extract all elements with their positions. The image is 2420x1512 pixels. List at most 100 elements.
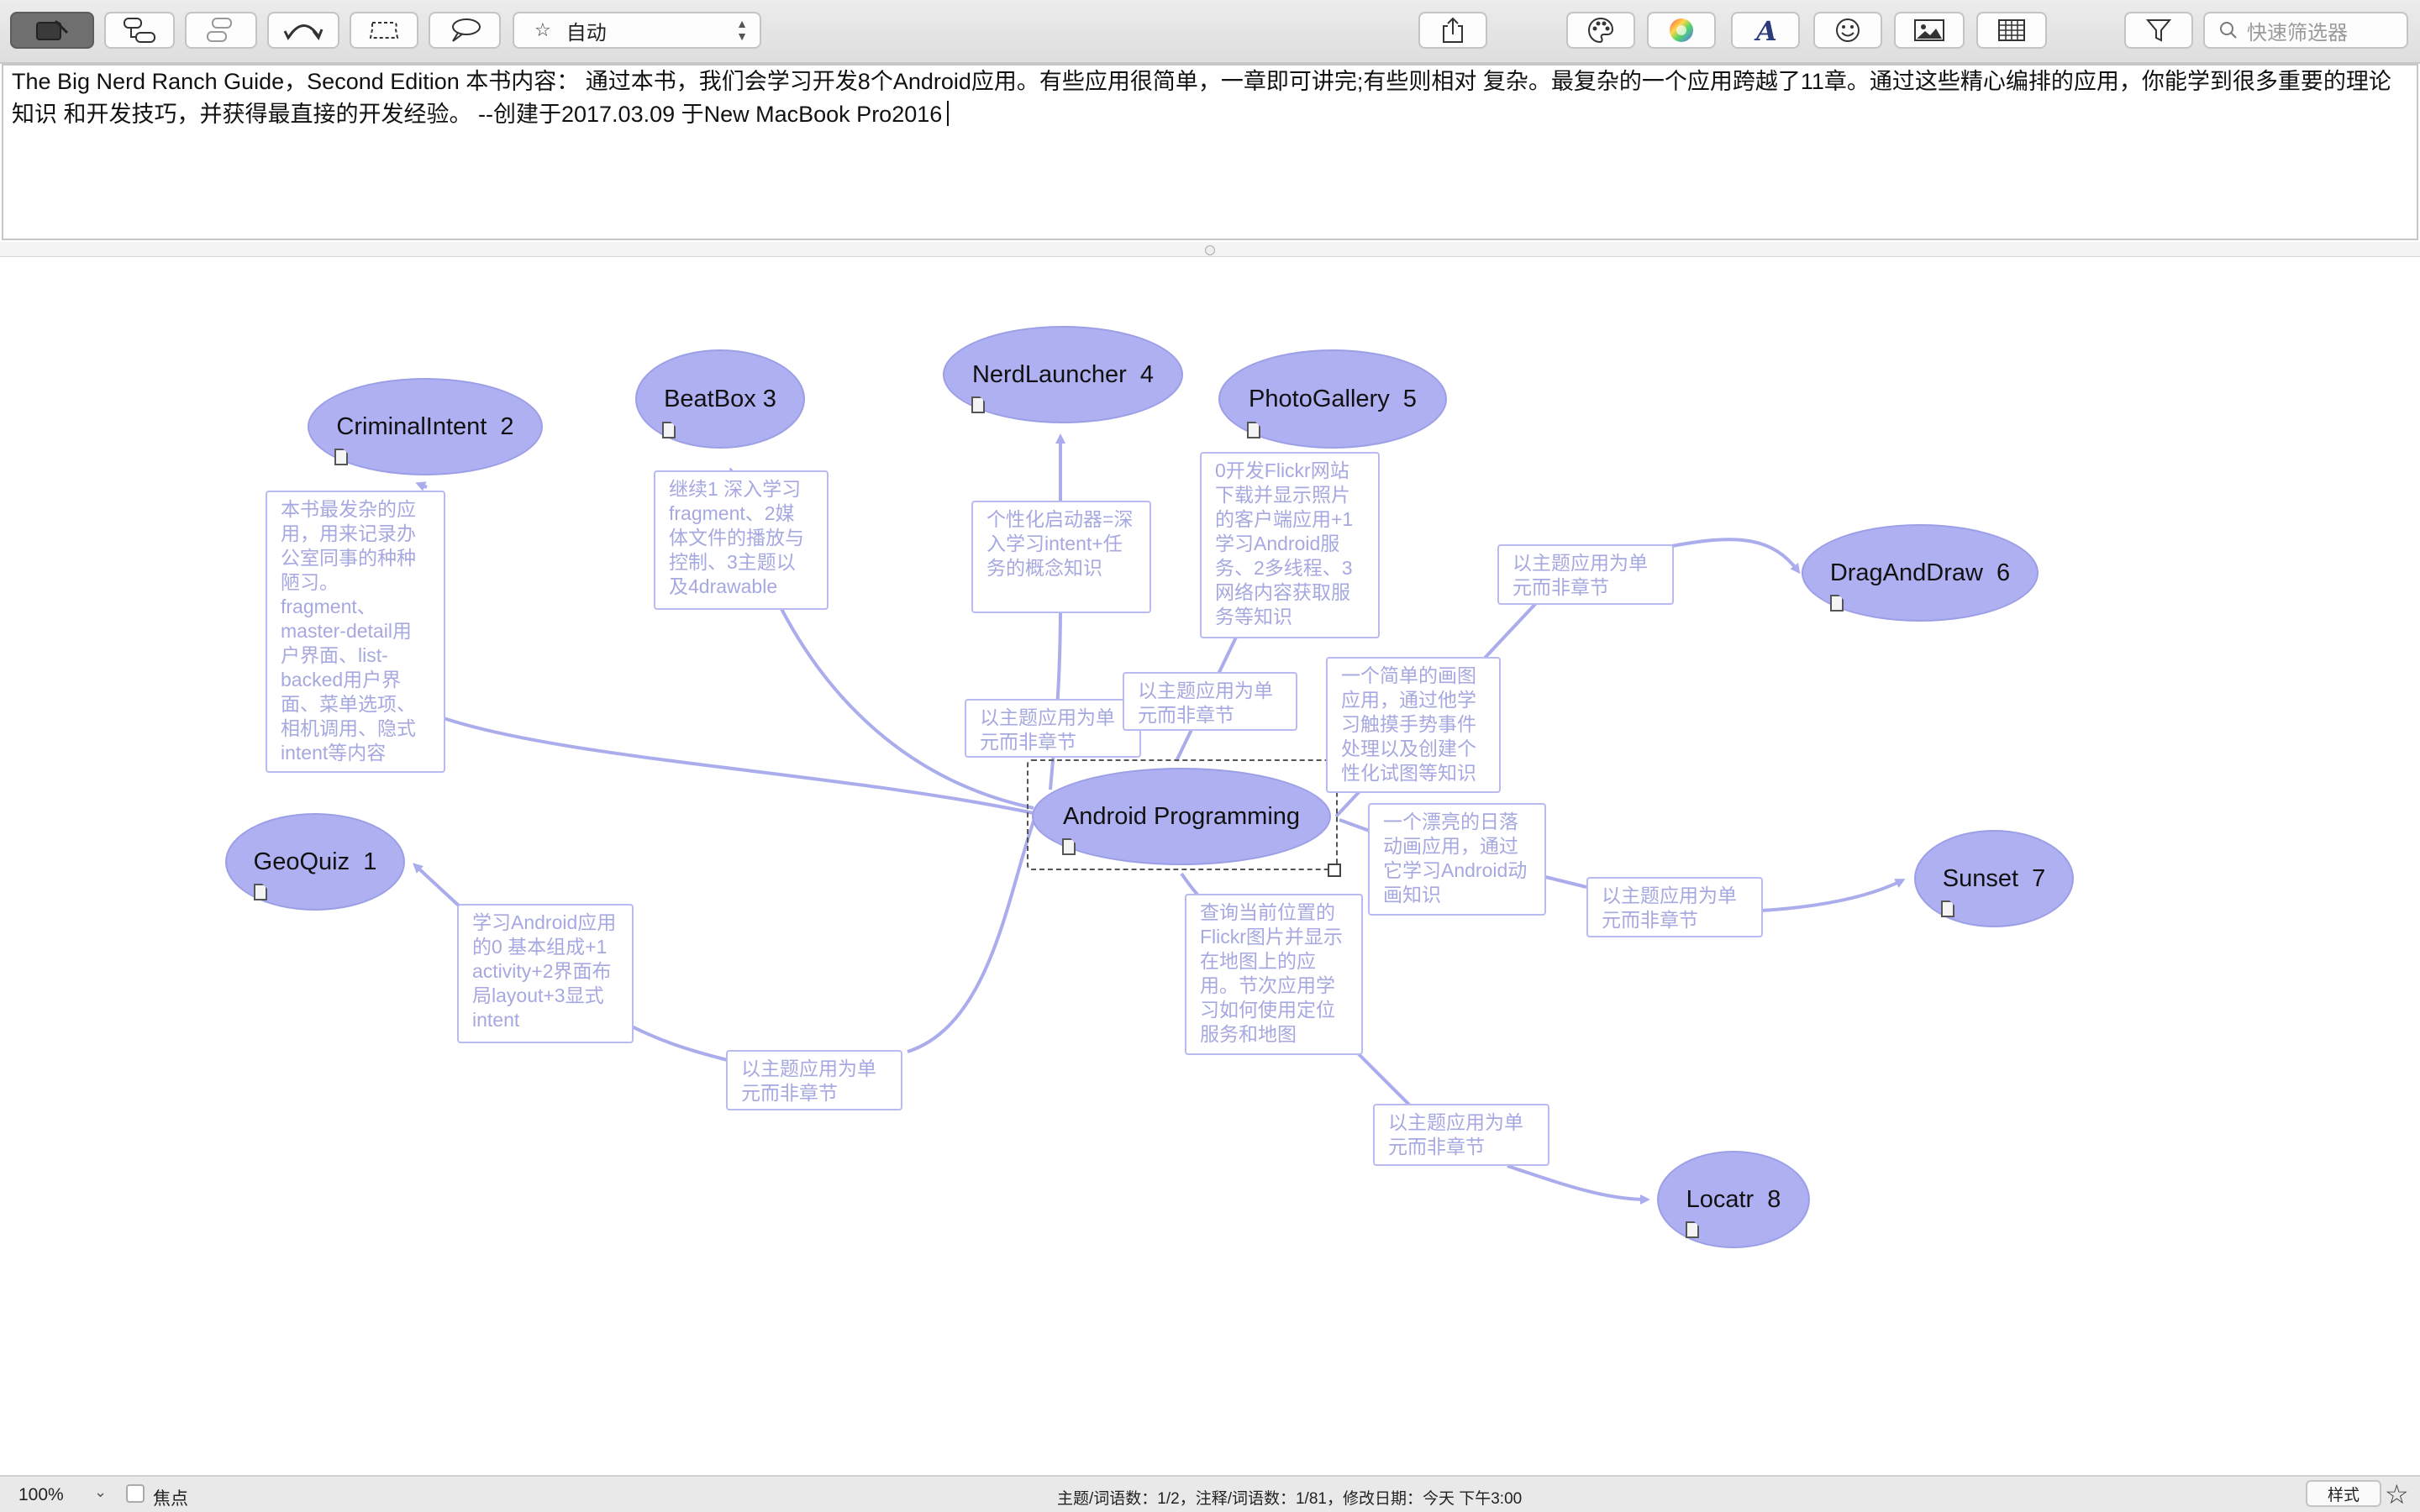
callout-button[interactable] xyxy=(429,12,501,49)
topic-locatr[interactable]: Locatr 8 xyxy=(1657,1151,1810,1248)
topic-sunset[interactable]: Sunset 7 xyxy=(1914,830,2074,927)
floating-topic-button[interactable] xyxy=(185,12,257,49)
image-icon xyxy=(1914,19,1944,41)
topic-label: GeoQuiz 1 xyxy=(253,848,377,875)
font-icon: A xyxy=(1754,15,1777,45)
topic-label: PhotoGallery 5 xyxy=(1249,385,1417,412)
resize-handle[interactable] xyxy=(1328,864,1341,877)
line-locatr-3 xyxy=(1507,1164,1650,1205)
label-text: 个性化启动器=深入学习intent+任务的概念知识 xyxy=(986,508,1134,579)
selection-outline xyxy=(1027,759,1338,870)
color-wheel-icon xyxy=(1670,18,1693,42)
text-caret xyxy=(947,101,950,126)
image-button[interactable] xyxy=(1894,12,1965,49)
search-icon xyxy=(2220,22,2237,39)
label-photogallery-desc[interactable]: 0开发Flickr网站下载并显示照片的客户端应用+1学习Android服务、2多… xyxy=(1200,452,1380,638)
callout-icon xyxy=(452,18,481,42)
notes-text: The Big Nerd Ranch Guide，Second Edition … xyxy=(12,69,2391,127)
label-draganddraw-desc[interactable]: 一个简单的画图应用，通过他学习触摸手势事件处理以及创建个性化试图等知识 xyxy=(1326,657,1501,793)
star-icon: ☆ xyxy=(534,19,551,40)
focus-checkbox[interactable] xyxy=(126,1484,145,1503)
note-icon xyxy=(1941,900,1954,917)
line-criminalintent xyxy=(442,504,1034,815)
colors-button[interactable] xyxy=(1647,12,1716,49)
central-topic-label: Android Programming xyxy=(1062,802,1301,830)
topic-label: NerdLauncher 4 xyxy=(971,360,1155,388)
table-button[interactable] xyxy=(1976,12,2047,49)
label-rel-geoquiz[interactable]: 以主题应用为单元而非章节 xyxy=(726,1050,902,1110)
style-dropdown[interactable]: ☆ 自动 ▲▼ xyxy=(513,12,761,49)
topic-geoquiz[interactable]: GeoQuiz 1 xyxy=(225,813,405,911)
palette-icon xyxy=(1587,17,1614,44)
label-locatr-desc[interactable]: 查询当前位置的Flickr图片并显示在地图上的应用。节次应用学习如何使用定位服务… xyxy=(1185,894,1363,1055)
filter-icon xyxy=(2145,19,2172,42)
zoom-level[interactable]: 100% xyxy=(18,1485,64,1504)
label-sunset-desc[interactable]: 一个漂亮的日落动画应用，通过它学习Android动画知识 xyxy=(1368,803,1546,916)
svg-text:A: A xyxy=(1754,15,1777,45)
note-icon xyxy=(1062,838,1076,855)
note-icon xyxy=(1247,422,1260,438)
focus-label: 焦点 xyxy=(153,1489,188,1509)
label-rel-photogallery[interactable]: 以主题应用为单元而非章节 xyxy=(1123,672,1297,731)
fonts-button[interactable]: A xyxy=(1731,12,1800,49)
relationship-button[interactable] xyxy=(267,12,339,49)
topic-label: Locatr 8 xyxy=(1686,1185,1781,1213)
note-icon xyxy=(662,422,676,438)
quick-filter-search[interactable]: 快速筛选器 xyxy=(2203,12,2408,49)
label-rel-sunset[interactable]: 以主题应用为单元而非章节 xyxy=(1586,877,1763,937)
label-text: 以主题应用为单元而非章节 xyxy=(1388,1111,1523,1158)
topic-label: CriminalIntent 2 xyxy=(336,412,514,440)
search-placeholder: 快速筛选器 xyxy=(2247,21,2348,45)
label-text: 学习Android应用的0 基本组成+1 activity+2界面布局layou… xyxy=(472,911,617,1031)
theme-button[interactable] xyxy=(1566,12,1635,49)
star-icon[interactable]: ☆ xyxy=(2385,1479,2409,1509)
style-button-label: 样式 xyxy=(2327,1486,2360,1504)
floating-topic-icon xyxy=(207,18,232,42)
chevron-down-icon[interactable]: ⌄ xyxy=(94,1483,108,1500)
label-text: 以主题应用为单元而非章节 xyxy=(741,1058,876,1104)
note-icon xyxy=(1830,595,1844,612)
style-button[interactable]: 样式 xyxy=(2306,1480,2381,1507)
label-text: 以主题应用为单元而非章节 xyxy=(1602,885,1737,931)
label-rel-locatr[interactable]: 以主题应用为单元而非章节 xyxy=(1373,1104,1549,1166)
subtopic-button[interactable] xyxy=(104,12,175,49)
splitter-handle-icon xyxy=(1205,245,1215,255)
new-topic-button[interactable] xyxy=(10,12,94,49)
style-dropdown-value: 自动 xyxy=(566,21,607,45)
label-text: 以主题应用为单元而非章节 xyxy=(980,706,1115,753)
topic-label: BeatBox 3 xyxy=(664,385,776,412)
line-geoquiz-1 xyxy=(907,816,1037,1053)
label-text: 查询当前位置的Flickr图片并显示在地图上的应用。节次应用学习如何使用定位服务… xyxy=(1200,901,1343,1045)
filter-button[interactable] xyxy=(2124,12,2193,49)
boundary-button[interactable] xyxy=(350,12,418,49)
notes-editor[interactable]: The Big Nerd Ranch Guide，Second Edition … xyxy=(2,64,2418,240)
line-sunset-2 xyxy=(1760,879,1906,912)
topic-label: DragAndDraw 6 xyxy=(1829,559,2011,586)
label-text: 本书最发杂的应用，用来记录办公室同事的种种陋习。fragment、master-… xyxy=(281,498,416,764)
line-geoquiz-3 xyxy=(413,863,462,909)
smiley-icon xyxy=(1836,18,1860,42)
document-stats: 主题/词语数：1/2，注释/词语数：1/81，修改日期：今天 下午3:00 xyxy=(1057,1490,1523,1508)
label-geoquiz-desc[interactable]: 学习Android应用的0 基本组成+1 activity+2界面布局layou… xyxy=(457,904,634,1043)
label-criminalintent-desc[interactable]: 本书最发杂的应用，用来记录办公室同事的种种陋习。fragment、master-… xyxy=(266,491,445,773)
status-bar: 100% ⌄ 焦点 主题/词语数：1/2，注释/词语数：1/81，修改日期：今天… xyxy=(0,1475,2420,1512)
pane-splitter[interactable] xyxy=(0,242,2420,257)
icons-button[interactable] xyxy=(1813,12,1882,49)
label-beatbox-desc[interactable]: 继续1 深入学习fragment、2媒体文件的播放与控制、3主题以及4drawa… xyxy=(654,470,829,610)
label-text: 一个简单的画图应用，通过他学习触摸手势事件处理以及创建个性化试图等知识 xyxy=(1341,664,1476,784)
relationship-icon xyxy=(283,24,324,41)
line-geoquiz-2 xyxy=(631,1025,729,1062)
label-text: 继续1 深入学习fragment、2媒体文件的播放与控制、3主题以及4drawa… xyxy=(669,478,804,597)
central-topic[interactable]: Android Programming xyxy=(1032,768,1331,865)
line-beatbox xyxy=(728,467,1034,810)
topic-beatbox[interactable]: BeatBox 3 xyxy=(635,349,805,449)
note-icon xyxy=(1686,1221,1699,1238)
label-nerdlauncher-desc[interactable]: 个性化启动器=深入学习intent+任务的概念知识 xyxy=(971,501,1151,613)
line-draganddraw-2 xyxy=(1671,538,1801,575)
label-rel-draganddraw[interactable]: 以主题应用为单元而非章节 xyxy=(1497,544,1674,605)
note-icon xyxy=(254,884,267,900)
share-button[interactable] xyxy=(1418,12,1487,49)
label-rel-nerdlauncher[interactable]: 以主题应用为单元而非章节 xyxy=(965,699,1141,758)
toolbar: ☆ 自动 ▲▼ A 快速筛选器 xyxy=(0,0,2420,64)
label-text: 0开发Flickr网站下载并显示照片的客户端应用+1学习Android服务、2多… xyxy=(1215,459,1354,627)
